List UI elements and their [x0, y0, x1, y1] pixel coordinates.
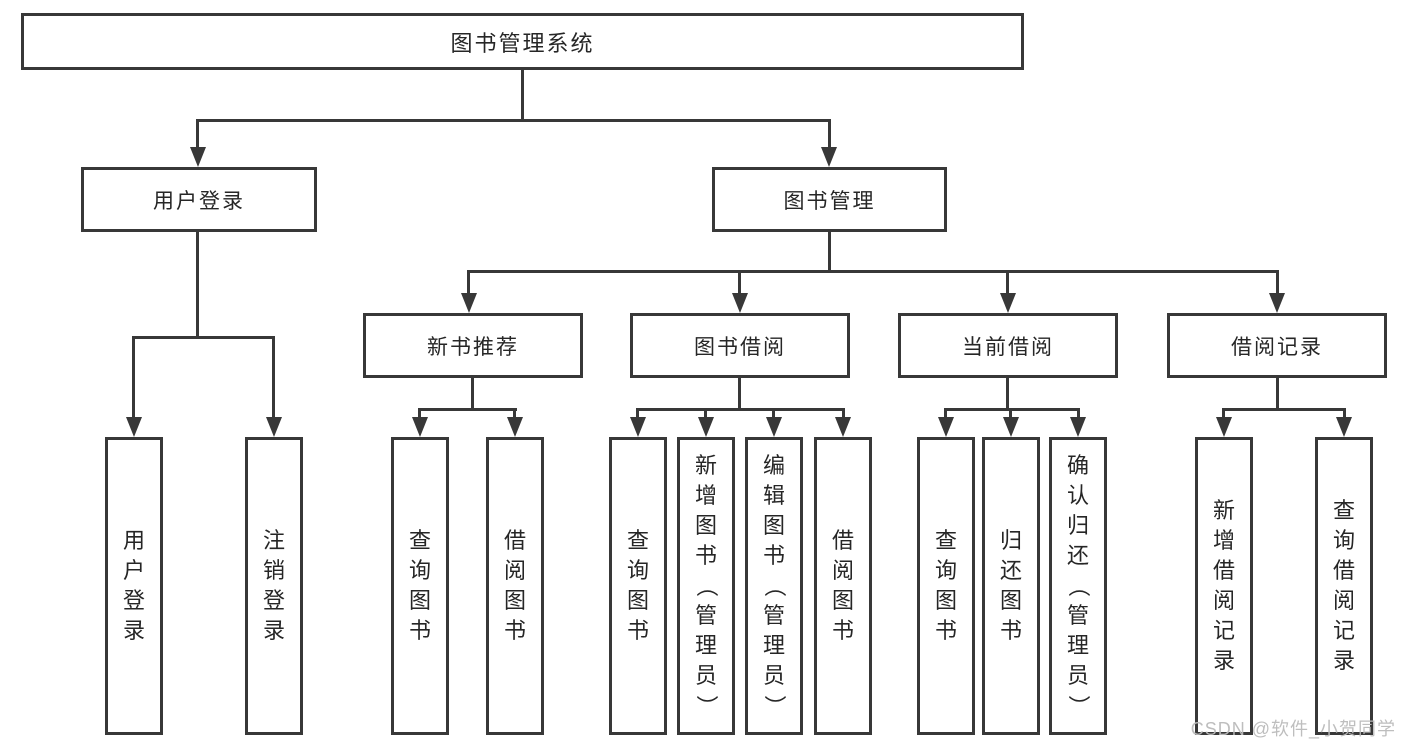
connector-line	[1222, 408, 1346, 411]
connector-line	[772, 408, 775, 421]
connector-line	[1077, 408, 1080, 421]
leaf-confirm-return-admin: 确认归还（管理员）	[1049, 437, 1107, 735]
leaf-add-books-admin: 新增图书（管理员）	[677, 437, 735, 735]
node-library-management-system: 图书管理系统	[21, 13, 1024, 70]
arrowhead-icon	[507, 417, 523, 437]
connector-line	[1276, 378, 1279, 408]
node-label: 用户登录	[153, 189, 245, 213]
node-new-book-recommendation: 新书推荐	[363, 313, 583, 378]
connector-line	[1222, 408, 1225, 421]
connector-line	[196, 119, 831, 122]
leaf-add-borrow-record: 新增借阅记录	[1195, 437, 1253, 735]
arrowhead-icon	[698, 417, 714, 437]
arrowhead-icon	[732, 293, 748, 313]
arrowhead-icon	[821, 147, 837, 167]
connector-line	[471, 378, 474, 408]
arrowhead-icon	[266, 417, 282, 437]
leaf-query-books-current: 查询图书	[917, 437, 975, 735]
arrowhead-icon	[835, 417, 851, 437]
node-label: 新书推荐	[427, 335, 519, 359]
connector-line	[272, 336, 275, 421]
leaf-query-borrow-record: 查询借阅记录	[1315, 437, 1373, 735]
leaf-logout: 注销登录	[245, 437, 303, 735]
connector-line	[1006, 378, 1009, 408]
node-label: 图书管理系统	[450, 30, 595, 56]
connector-line	[842, 408, 845, 421]
node-book-borrowing: 图书借阅	[630, 313, 850, 378]
connector-line	[196, 119, 199, 152]
connector-line	[1009, 408, 1012, 421]
arrowhead-icon	[412, 417, 428, 437]
arrowhead-icon	[938, 417, 954, 437]
leaf-return-books: 归还图书	[982, 437, 1040, 735]
node-label: 借阅记录	[1231, 335, 1323, 359]
arrowhead-icon	[126, 417, 142, 437]
connector-line	[1006, 270, 1009, 297]
node-label: 当前借阅	[962, 335, 1054, 359]
arrowhead-icon	[766, 417, 782, 437]
arrowhead-icon	[1000, 293, 1016, 313]
leaf-edit-books-admin: 编辑图书（管理员）	[745, 437, 803, 735]
node-current-borrowing: 当前借阅	[898, 313, 1118, 378]
arrowhead-icon	[1003, 417, 1019, 437]
connector-line	[418, 408, 517, 411]
connector-line	[467, 270, 1279, 273]
connector-line	[704, 408, 707, 421]
arrowhead-icon	[1269, 293, 1285, 313]
arrowhead-icon	[1336, 417, 1352, 437]
connector-line	[636, 408, 845, 411]
leaf-borrow-books-recommend: 借阅图书	[486, 437, 544, 735]
node-borrowing-records: 借阅记录	[1167, 313, 1387, 378]
connector-line	[1343, 408, 1346, 421]
connector-line	[828, 232, 831, 270]
connector-line	[944, 408, 947, 421]
leaf-query-books-recommend: 查询图书	[391, 437, 449, 735]
connector-line	[738, 378, 741, 408]
node-user-login: 用户登录	[81, 167, 317, 232]
arrowhead-icon	[461, 293, 477, 313]
connector-line	[828, 119, 831, 152]
connector-line	[132, 336, 275, 339]
connector-line	[521, 70, 524, 119]
leaf-borrow-books: 借阅图书	[814, 437, 872, 735]
arrowhead-icon	[190, 147, 206, 167]
leaf-query-books-borrowing: 查询图书	[609, 437, 667, 735]
connector-line	[418, 408, 421, 421]
connector-line	[132, 336, 135, 421]
leaf-user-login: 用户登录	[105, 437, 163, 735]
connector-line	[636, 408, 639, 421]
node-book-management: 图书管理	[712, 167, 947, 232]
connector-line	[1276, 270, 1279, 297]
connector-line	[196, 232, 199, 336]
connector-line	[467, 270, 470, 297]
csdn-watermark: CSDN @软件_小贺同学	[1190, 719, 1396, 739]
connector-line	[513, 408, 516, 421]
node-label: 图书借阅	[694, 335, 786, 359]
connector-line	[738, 270, 741, 297]
connector-line	[944, 408, 1080, 411]
node-label: 图书管理	[783, 189, 876, 213]
arrowhead-icon	[1216, 417, 1232, 437]
arrowhead-icon	[630, 417, 646, 437]
arrowhead-icon	[1070, 417, 1086, 437]
